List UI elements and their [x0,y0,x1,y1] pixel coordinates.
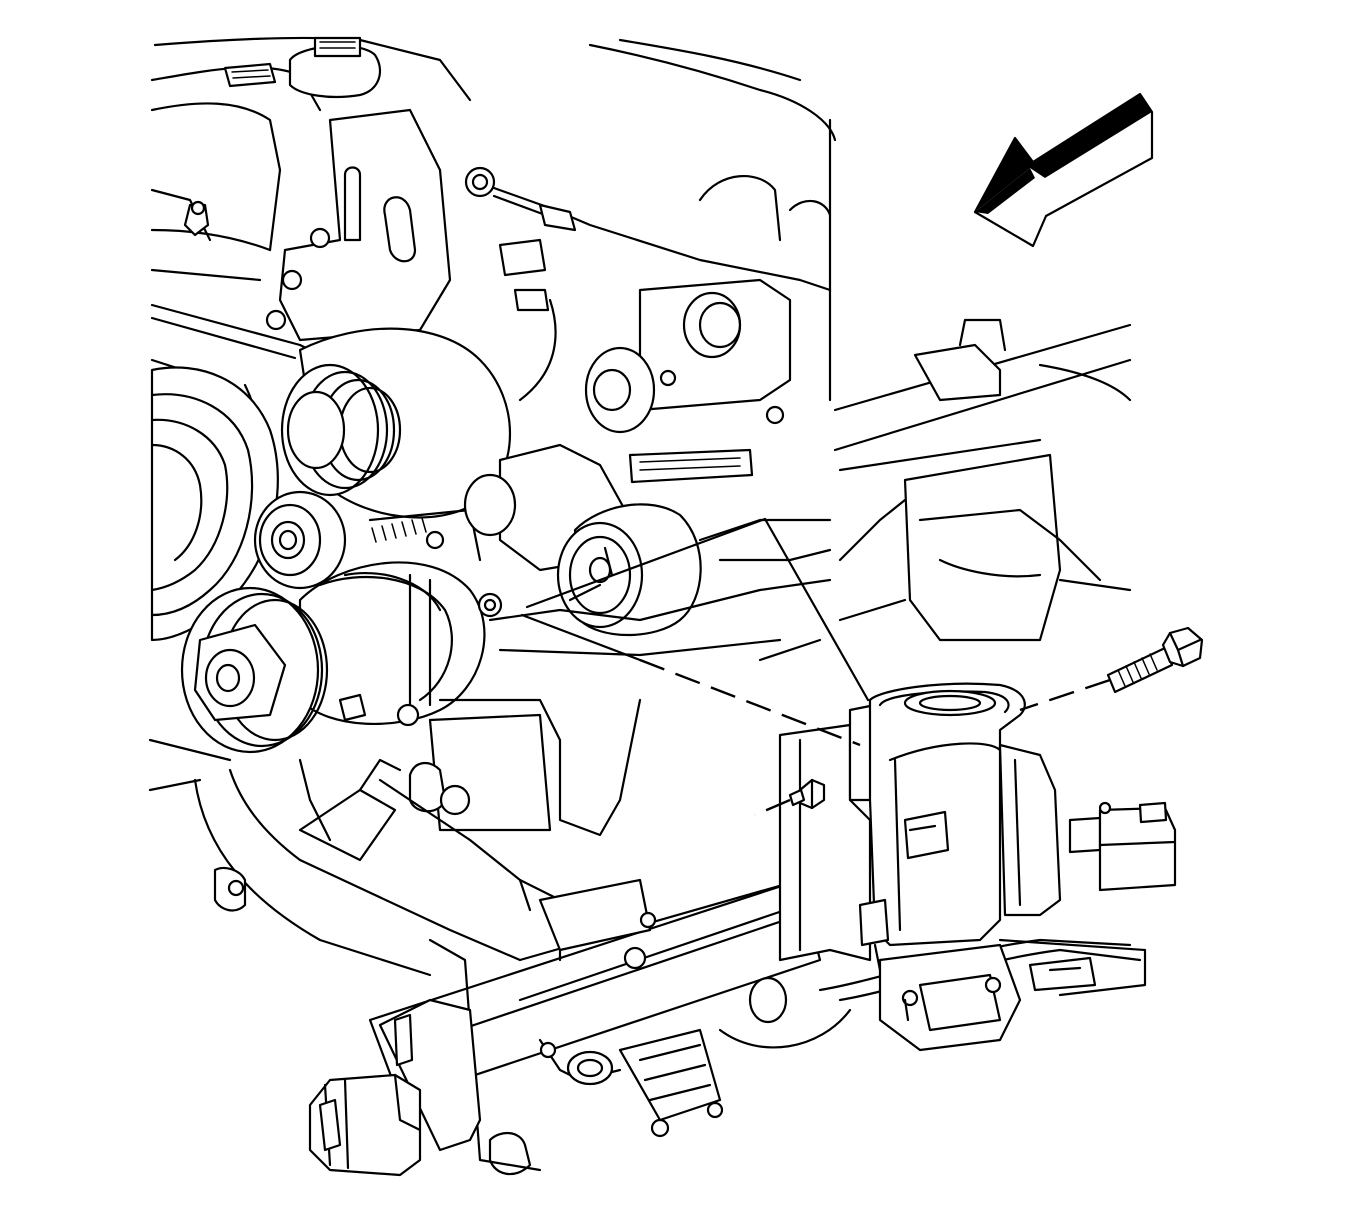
ac-compressor [298,508,503,726]
engine-mount [778,682,1062,972]
throttle-bracket [183,108,452,342]
engine-mount-nut [788,778,826,810]
tow-hook-bracket [308,1073,422,1177]
right-side-bracket [878,938,1147,1052]
throttle-cable [464,166,832,402]
direction-arrow-icon [973,92,1154,248]
engine-block-lower [408,518,832,837]
idler-pulley [253,490,347,590]
reservoir-cap [223,36,382,99]
generator [584,278,792,484]
ac-compressor-clutch [180,586,420,754]
frame-right-rail [833,318,1132,642]
front-crossmember [148,738,532,977]
assembly-leader-lines [520,517,1111,817]
frame-cross-rail [368,878,822,1176]
belt-tensioner [463,443,702,636]
engine-mount-harness-connector [1068,801,1177,892]
crankshaft-pulley [150,366,279,642]
engine-mount-bolt [1106,626,1204,694]
power-steering-pump-pulley [280,327,512,519]
